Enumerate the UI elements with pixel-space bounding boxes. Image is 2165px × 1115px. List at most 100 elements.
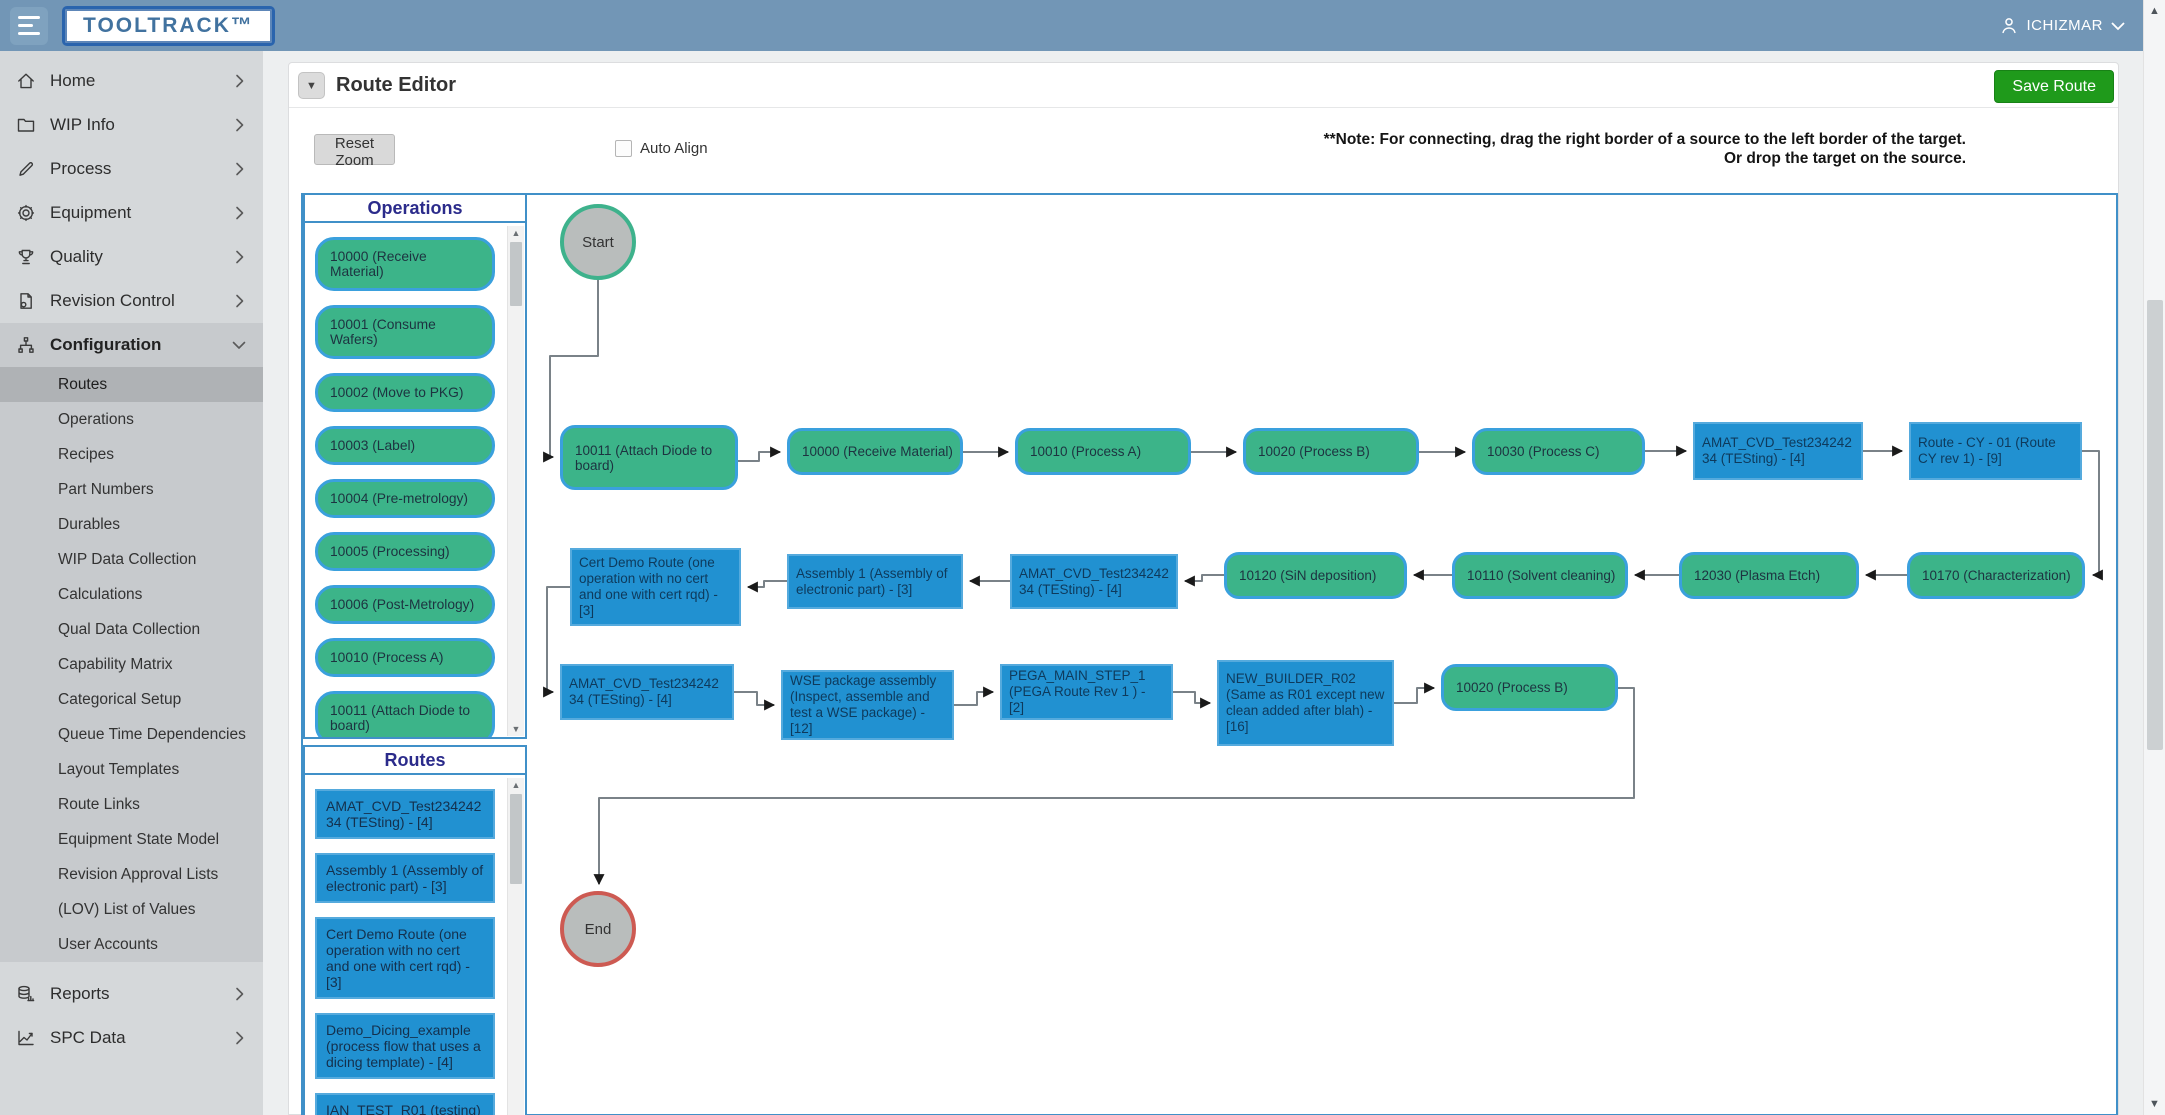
sidebar-subitem-operations[interactable]: Operations (58, 410, 134, 428)
flow-node-route[interactable]: AMAT_CVD_Test23424234 (TESting) - [4] (560, 664, 734, 720)
palette-operation[interactable]: 10003 (Label) (315, 426, 495, 465)
sidebar-item-home[interactable]: Home (0, 59, 263, 103)
sidebar-item-spc-data[interactable]: SPC Data (0, 1016, 263, 1060)
palette-operation[interactable]: 10011 (Attach Diode to board) (315, 691, 495, 737)
flow-node-route[interactable]: AMAT_CVD_Test23424234 (TESting) - [4] (1010, 554, 1178, 609)
menu-toggle-icon[interactable] (10, 6, 48, 45)
scroll-down-icon[interactable]: ▼ (511, 724, 521, 734)
operations-palette: Operations 10000 (Receive Material) 1000… (303, 193, 527, 739)
sidebar-nav: Home WIP Info Process Equipment Quality … (0, 51, 263, 1115)
sidebar-item-configuration[interactable]: Configuration (0, 323, 263, 367)
user-menu[interactable]: ICHIZMAR (1999, 16, 2126, 35)
sidebar-subitem-durables[interactable]: Durables (58, 515, 121, 533)
editor-toolbar: Reset Zoom Auto Align **Note: For connec… (289, 108, 2118, 193)
palette-route[interactable]: Cert Demo Route (one operation with no c… (315, 917, 495, 999)
flow-node-route[interactable]: WSE package assembly (Inspect, assemble … (781, 670, 954, 740)
sidebar-subitem-capability-matrix[interactable]: Capability Matrix (58, 655, 173, 673)
flow-node-operation[interactable]: 10000 (Receive Material) (787, 428, 963, 475)
reset-zoom-button[interactable]: Reset Zoom (314, 134, 395, 169)
sidebar-subitem-routes[interactable]: Routes (0, 367, 263, 402)
chevron-right-icon (236, 987, 244, 1001)
flow-node-operation[interactable]: 10020 (Process B) (1441, 664, 1618, 711)
flow-node-operation[interactable]: 10011 (Attach Diode to board) (560, 425, 738, 490)
chevron-right-icon (236, 74, 244, 88)
page-title: Route Editor (336, 74, 456, 96)
chevron-right-icon (236, 1031, 244, 1045)
top-bar: ToolTrack™ ICHIZMAR (0, 0, 2165, 51)
palette-operation[interactable]: 10005 (Processing) (315, 532, 495, 571)
flow-node-route[interactable]: AMAT_CVD_Test23424234 (TESting) - [4] (1693, 422, 1863, 480)
scroll-up-icon[interactable]: ▲ (511, 228, 521, 238)
chevron-right-icon (236, 294, 244, 308)
sidebar-subitem-layout-templates[interactable]: Layout Templates (58, 760, 180, 778)
app-logo-text: ToolTrack™ (83, 13, 254, 37)
flow-node-route[interactable]: PEGA_MAIN_STEP_1 (PEGA Route Rev 1 ) - [… (1000, 664, 1173, 720)
palette-operation[interactable]: 10001 (Consume Wafers) (315, 305, 495, 359)
route-editor-header: ▼ Route Editor Save Route (289, 63, 2118, 108)
flow-node-operation[interactable]: 10110 (Solvent cleaning) (1452, 552, 1628, 599)
sidebar-item-equipment[interactable]: Equipment (0, 191, 263, 235)
sidebar-item-reports[interactable]: Reports (0, 972, 263, 1016)
sidebar-item-quality[interactable]: Quality (0, 235, 263, 279)
collapse-panel-button[interactable]: ▼ (298, 72, 325, 99)
sidebar-subitem-revision-approval-lists[interactable]: Revision Approval Lists (58, 865, 219, 883)
page-scrollbar[interactable]: ▲ ▼ (2143, 0, 2165, 1115)
chevron-right-icon (236, 162, 244, 176)
sidebar-subitem-categorical-setup[interactable]: Categorical Setup (58, 690, 182, 708)
sidebar-subitem-wip-data-collection[interactable]: WIP Data Collection (58, 550, 197, 568)
palette-operation[interactable]: 10010 (Process A) (315, 638, 495, 677)
operations-scrollbar[interactable]: ▲ ▼ (507, 226, 524, 736)
flow-node-operation[interactable]: 10020 (Process B) (1243, 428, 1419, 475)
sidebar-item-process[interactable]: Process (0, 147, 263, 191)
flow-connectors (543, 280, 2103, 886)
auto-align-checkbox[interactable] (615, 140, 632, 157)
sidebar-item-revision-control[interactable]: Revision Control (0, 279, 263, 323)
start-node[interactable]: Start (560, 204, 636, 280)
home-icon (18, 73, 34, 89)
scroll-up-icon[interactable]: ▲ (511, 780, 521, 790)
flow-node-route[interactable]: Assembly 1 (Assembly of electronic part)… (787, 554, 963, 609)
palette-route[interactable]: Demo_Dicing_example (process flow that u… (315, 1013, 495, 1079)
flow-node-operation[interactable]: 10170 (Characterization) (1907, 552, 2085, 599)
palette-route[interactable]: AMAT_CVD_Test23424234 (TESting) - [4] (315, 789, 495, 839)
palette-operation[interactable]: 10004 (Pre-metrology) (315, 479, 495, 518)
sidebar-subitem-route-links[interactable]: Route Links (58, 795, 140, 813)
sidebar-subitem-calculations[interactable]: Calculations (58, 585, 143, 603)
sidebar-subitem-user-accounts[interactable]: User Accounts (58, 935, 158, 953)
scroll-up-icon[interactable]: ▲ (2149, 5, 2160, 17)
save-route-button[interactable]: Save Route (1994, 70, 2114, 103)
scrollbar-thumb[interactable] (2147, 300, 2163, 750)
palette-operation[interactable]: 10000 (Receive Material) (315, 237, 495, 291)
flow-node-operation[interactable]: 12030 (Plasma Etch) (1679, 552, 1859, 599)
flow-node-route[interactable]: Route - CY - 01 (Route CY rev 1) - [9] (1909, 422, 2082, 480)
flow-node-operation[interactable]: 10030 (Process C) (1472, 428, 1645, 475)
flow-node-route[interactable]: Cert Demo Route (one operation with no c… (570, 548, 741, 626)
sitemap-icon (18, 337, 34, 353)
chevron-right-icon (236, 250, 244, 264)
sidebar-item-wip-info[interactable]: WIP Info (0, 103, 263, 147)
sidebar-subitem-part-numbers[interactable]: Part Numbers (58, 480, 154, 498)
gear-icon (17, 204, 35, 222)
palette-operation[interactable]: 10006 (Post-Metrology) (315, 585, 495, 624)
palette-route[interactable]: Assembly 1 (Assembly of electronic part)… (315, 853, 495, 903)
flow-node-route[interactable]: NEW_BUILDER_R02 (Same as R01 except new … (1217, 660, 1394, 746)
palette-operation[interactable]: 10002 (Move to PKG) (315, 373, 495, 412)
flow-node-operation[interactable]: 10010 (Process A) (1015, 428, 1191, 475)
flow-node-operation[interactable]: 10120 (SiN deposition) (1224, 552, 1407, 599)
sidebar-section-configuration: Configuration Routes Operations Recipes … (0, 323, 263, 962)
username-label: ICHIZMAR (2026, 17, 2103, 34)
sidebar-subitem-equipment-state-model[interactable]: Equipment State Model (58, 830, 220, 848)
palette-route[interactable]: IAN_TEST_R01 (testing) - [13] (315, 1093, 495, 1115)
chevron-right-icon (236, 206, 244, 220)
scroll-down-icon[interactable]: ▼ (2149, 1098, 2160, 1110)
flow-canvas[interactable]: Start End 10011 (Attach Diode to board) … (527, 195, 2120, 1115)
folder-icon (17, 118, 35, 132)
sidebar-subitem-qual-data-collection[interactable]: Qual Data Collection (58, 620, 201, 638)
sidebar-subitem-queue-time-dependencies[interactable]: Queue Time Dependencies (58, 725, 246, 743)
chevron-down-icon (232, 341, 246, 349)
route-editor-card: ▼ Route Editor Save Route Reset Zoom Aut… (288, 62, 2119, 1115)
routes-scrollbar[interactable]: ▲ ▼ (507, 778, 524, 1115)
sidebar-subitem-recipes[interactable]: Recipes (58, 445, 114, 463)
end-node[interactable]: End (560, 891, 636, 967)
sidebar-subitem-lov-list-of-values[interactable]: (LOV) List of Values (58, 900, 196, 918)
